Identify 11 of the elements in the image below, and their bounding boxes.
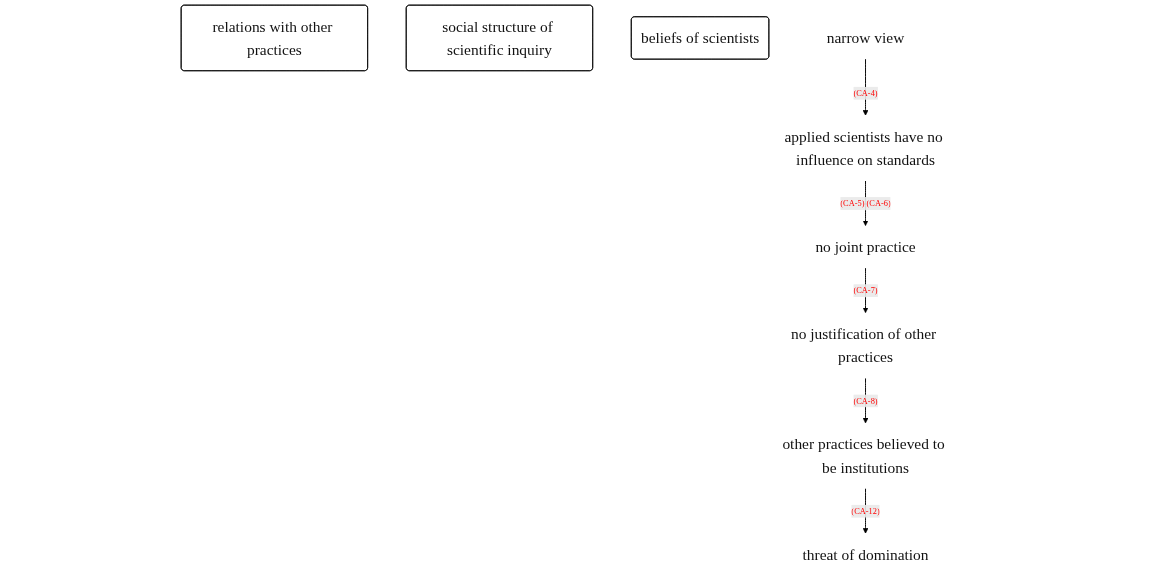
edge-label: (CA-5) (CA-6) xyxy=(840,198,891,209)
edge-label: (CA-7) xyxy=(853,285,878,296)
node-text: other practices believed to be institutions xyxy=(782,435,945,476)
edge-label: (CA-12) xyxy=(851,506,880,516)
node-text: threat of domination xyxy=(802,546,929,563)
edge-label: (CA-8) xyxy=(853,395,878,406)
node-text: no joint practice xyxy=(815,238,916,256)
node-text: narrow view xyxy=(826,29,905,47)
node-text: applied scientists have no influence on standards xyxy=(784,128,943,169)
edge-label: (CA-4) xyxy=(853,88,878,98)
node-text: no justification of other practices xyxy=(790,325,936,366)
